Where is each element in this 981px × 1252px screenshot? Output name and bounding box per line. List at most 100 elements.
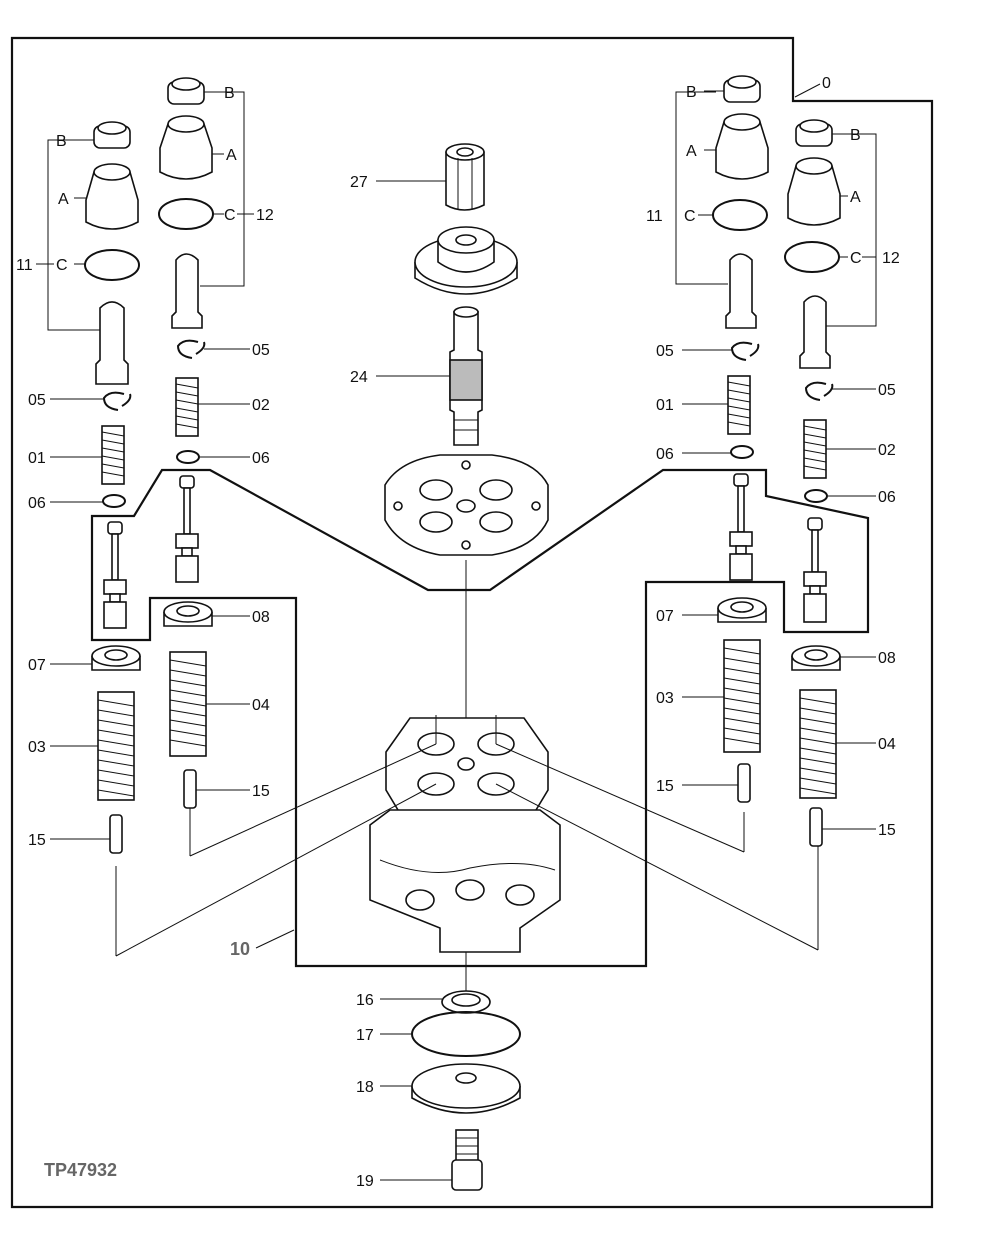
left-snap-ring-05-2 [176,339,206,359]
right-seat-08 [791,645,841,671]
cam-plate [384,454,549,556]
left-spring-04 [169,651,207,757]
bolt-19 [451,1129,483,1191]
left-seal-b-2 [167,77,205,105]
right-spring-04 [799,689,837,799]
callout-0: 0 [822,75,831,92]
right-seal-b-1 [723,75,761,103]
callout-15-left-2: 15 [252,783,270,800]
callout-06-left-1: 06 [28,495,46,512]
right-pusher-2 [799,295,831,369]
callout-11-right: 11 [646,208,663,225]
valve-body-group-bracket [90,468,870,968]
right-o-ring-c-1 [712,199,768,231]
callout-05-left-1: 05 [28,392,46,409]
left-pin-15-2 [183,769,197,809]
right-snap-ring-05-1 [730,341,760,361]
left-o-ring-c-2 [158,198,214,230]
callout-b-right-1: B [686,84,697,101]
callout-06-right-2: 06 [878,489,896,506]
callout-05-right-1: 05 [656,343,674,360]
right-spring-01 [727,375,751,435]
left-spring-03 [97,691,135,801]
callout-02-right: 02 [878,442,896,459]
plate-with-nut [414,226,518,295]
callout-16: 16 [356,992,374,1009]
callout-15-left-1: 15 [28,832,46,849]
assembly-border [10,36,934,1209]
left-washer-06-2 [176,450,200,464]
left-spring-01 [101,425,125,485]
callout-c-right-1: C [684,208,696,225]
right-pin-15-1 [737,763,751,803]
o-ring-17 [411,1011,521,1057]
figure-id: TP47932 [44,1160,117,1180]
left-seat-07 [91,645,141,671]
callout-04-right: 04 [878,736,896,753]
joint-24 [449,306,483,446]
callout-24: 24 [350,369,368,386]
cover-18 [411,1063,521,1114]
callout-a-right-1: A [686,143,697,160]
valve-body [369,717,561,953]
left-plug-a-2 [159,115,213,180]
callout-12-left: 12 [256,207,274,224]
callout-07-right: 07 [656,608,674,625]
callout-06-left-2: 06 [252,450,270,467]
callout-07-left: 07 [28,657,46,674]
left-washer-06-1 [102,494,126,508]
left-pusher-1 [95,301,129,385]
callout-c-right-2: C [850,250,862,267]
callout-08-left: 08 [252,609,270,626]
callout-18: 18 [356,1079,374,1096]
right-spool-1 [729,473,753,581]
callout-b-right-2: B [850,127,861,144]
callout-15-right-1: 15 [656,778,674,795]
callout-27: 27 [350,174,368,191]
left-spool-2 [175,475,199,583]
callout-19: 19 [356,1173,374,1190]
right-plug-a-2 [787,157,841,226]
callout-08-right: 08 [878,650,896,667]
callout-17: 17 [356,1027,374,1044]
callout-02-left: 02 [252,397,270,414]
callout-04-left: 04 [252,697,270,714]
right-washer-06-2 [804,489,828,503]
callout-05-left-2: 05 [252,342,270,359]
callout-05-right-2: 05 [878,382,896,399]
right-snap-ring-05-2 [804,381,834,401]
callout-03-right: 03 [656,690,674,707]
nut-27 [445,143,485,211]
right-pin-15-2 [809,807,823,847]
left-spool-1 [103,521,127,629]
callout-a-left-1: A [58,191,69,208]
right-o-ring-c-2 [784,241,840,273]
callout-11-left: 11 [16,257,33,274]
callout-12-right: 12 [882,250,900,267]
right-seat-07 [717,597,767,623]
right-spring-02 [803,419,827,479]
left-seat-08 [163,601,213,627]
left-spring-02 [175,377,199,437]
callout-10: 10 [230,939,250,959]
callout-15-right-2: 15 [878,822,896,839]
left-o-ring-c-1 [84,249,140,281]
right-spring-03 [723,639,761,753]
right-seal-b-2 [795,119,833,147]
right-washer-06-1 [730,445,754,459]
callout-c-left-1: C [56,257,68,274]
callout-a-right-2: A [850,189,861,206]
left-pin-15-1 [109,814,123,854]
callout-c-left-2: C [224,207,236,224]
callout-03-left: 03 [28,739,46,756]
callout-b-left-2: B [224,85,235,102]
right-pusher-1 [725,253,757,329]
right-spool-2 [803,517,827,623]
left-plug-a-1 [85,163,139,230]
left-seal-b-1 [93,121,131,149]
callout-b-left-1: B [56,133,67,150]
callout-01-right: 01 [656,397,674,414]
left-snap-ring-05-1 [102,391,132,411]
callout-a-left-2: A [226,147,237,164]
